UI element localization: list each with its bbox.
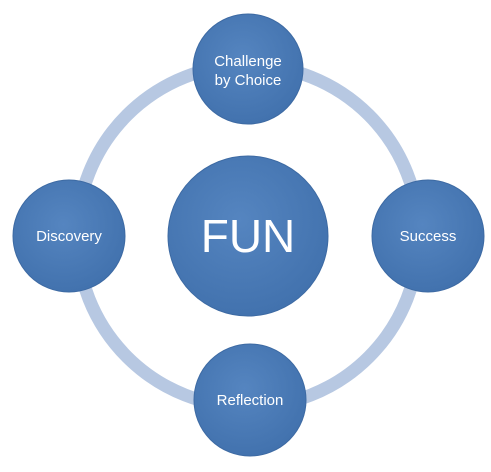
node-success: Success: [371, 179, 485, 293]
node-challenge-by-choice: Challenge by Choice: [192, 13, 304, 125]
center-node: FUN: [167, 155, 329, 317]
node-label-line1: Challenge: [214, 53, 282, 70]
node-reflection: Reflection: [193, 343, 307, 457]
node-label-discovery: Discovery: [36, 228, 102, 245]
center-label: FUN: [201, 210, 296, 262]
node-discovery: Discovery: [12, 179, 126, 293]
node-label-success: Success: [400, 228, 457, 245]
node-label-reflection: Reflection: [217, 392, 284, 409]
node-label-line2: by Choice: [215, 72, 282, 89]
